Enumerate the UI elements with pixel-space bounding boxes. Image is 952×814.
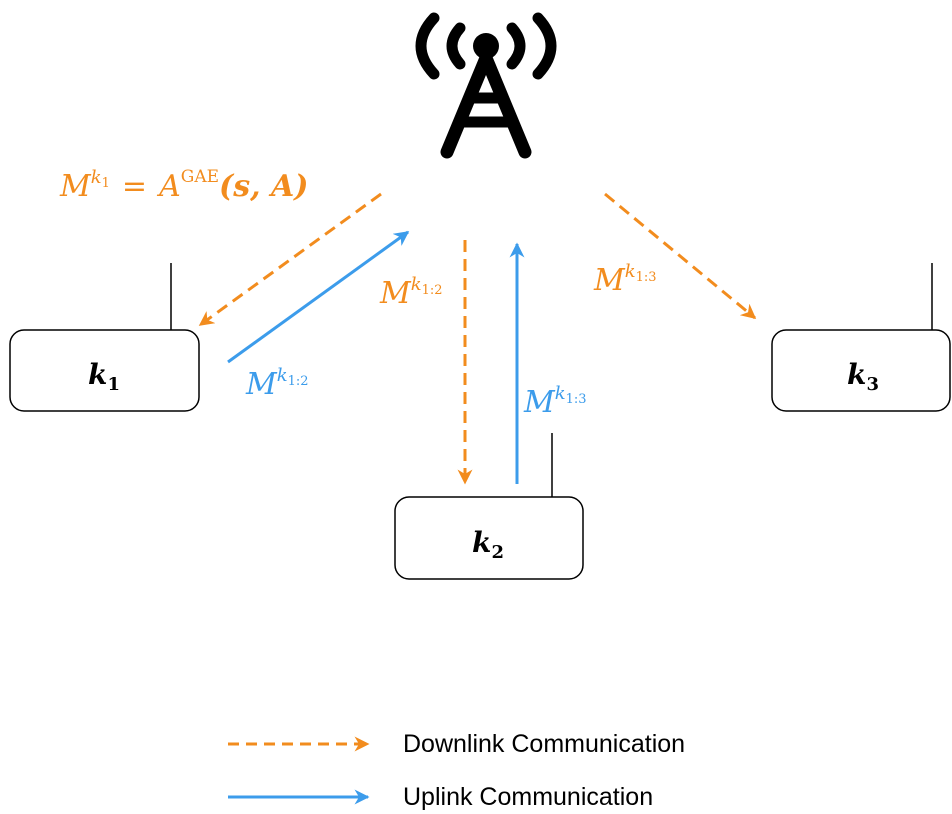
message-down-k2: Mk1:2	[379, 274, 443, 311]
down-k3-base: M	[593, 263, 626, 298]
node-k3: k3	[771, 263, 951, 412]
up-k2-sup-sub: 1:3	[566, 392, 587, 407]
up-k1-sup-sub: 1:2	[288, 374, 309, 389]
legend: Downlink Communication Uplink Communicat…	[228, 730, 685, 811]
gae-lhs-sup-sub: 1	[102, 176, 110, 191]
gae-lhs-base: M	[59, 169, 92, 204]
down-k2-sup-sub: 1:2	[422, 283, 443, 298]
gae-rhs-base: A	[156, 169, 181, 204]
legend-uplink-label: Uplink Communication	[403, 783, 653, 811]
svg-text:k2: k2	[472, 526, 504, 563]
node-k3-subscript: 3	[866, 374, 879, 395]
down-k3-sup-base: k	[625, 261, 636, 282]
node-k3-label: k	[847, 358, 866, 391]
message-gae-equation: Mk1 = AGAE(s, A)	[59, 167, 308, 204]
node-k2-subscript: 2	[491, 542, 504, 563]
node-k2: k2	[394, 433, 584, 580]
up-k2-base: M	[523, 385, 556, 420]
down-k2-sup-base: k	[411, 274, 422, 295]
uplink-arrow-k1	[227, 230, 410, 364]
up-k1-base: M	[245, 367, 278, 402]
gae-lhs-sup-base: k	[91, 167, 102, 188]
down-k3-sup-sub: 1:3	[636, 270, 657, 285]
message-down-k3: Mk1:3	[593, 261, 657, 298]
gae-rhs-sup: GAE	[181, 167, 219, 187]
node-k1-label: k	[88, 358, 107, 391]
down-k2-base: M	[379, 276, 412, 311]
legend-downlink-label: Downlink Communication	[403, 730, 685, 758]
up-k2-sup-base: k	[555, 383, 566, 404]
downlink-arrow-k1	[198, 192, 382, 327]
gae-equals: =	[122, 169, 147, 204]
node-k2-label: k	[472, 526, 491, 559]
message-up-k2: Mk1:3	[523, 383, 587, 420]
node-k1-subscript: 1	[107, 374, 120, 395]
svg-text:k1: k1	[88, 358, 120, 395]
cell-tower-icon	[415, 12, 557, 159]
message-up-k1: Mk1:2	[245, 365, 309, 402]
svg-text:k3: k3	[847, 358, 879, 395]
gae-rhs-args: (s, A)	[219, 169, 308, 204]
up-k1-sup-base: k	[277, 365, 288, 386]
downlink-arrow-k3	[604, 192, 757, 320]
node-k1: k1	[9, 263, 200, 412]
